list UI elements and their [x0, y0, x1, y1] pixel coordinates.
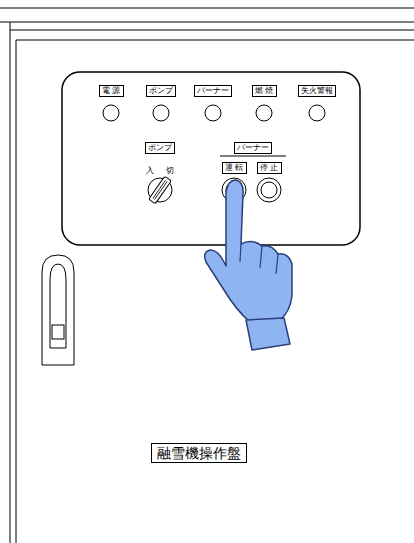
- switch-position-label: 入: [146, 167, 154, 175]
- switch-position-label: 切: [166, 167, 174, 175]
- label-text: 融雪機操作盤: [157, 446, 241, 460]
- label-text: 停 止: [260, 164, 278, 172]
- label-box: バーナー: [194, 85, 232, 97]
- label-box: 燃 焼: [252, 85, 277, 97]
- label-box: 停 止: [257, 162, 282, 174]
- label-box: 運 転: [222, 162, 247, 174]
- label-box: バーナー: [234, 142, 272, 154]
- label-text: ポンプ: [148, 144, 172, 152]
- label-text: 失火警報: [301, 87, 333, 95]
- label-text: ポンプ: [149, 87, 173, 95]
- label-box: 電 源: [99, 85, 124, 97]
- label-box: ポンプ: [146, 85, 176, 97]
- nameplate-box: 融雪機操作盤: [151, 443, 247, 463]
- label-box: ポンプ: [145, 142, 175, 154]
- label-text: バーナー: [197, 87, 229, 95]
- label-text: 燃 焼: [255, 87, 274, 95]
- label-box: 失火警報: [298, 85, 336, 97]
- label-text: バーナー: [237, 144, 269, 152]
- label-text: 運 転: [225, 164, 243, 172]
- label-text: 電 源: [102, 87, 121, 95]
